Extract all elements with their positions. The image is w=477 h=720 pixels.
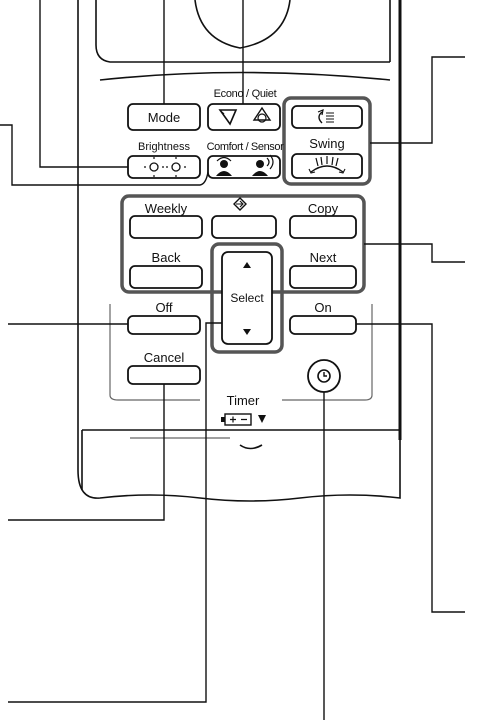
mode-label: Mode (147, 110, 181, 125)
down-arrow-icon (243, 329, 251, 335)
timer-bracket (109, 304, 200, 401)
comfort-sensor-button[interactable] (207, 154, 281, 179)
swing-horizontal-icon (308, 156, 346, 174)
swing-group-frame (282, 96, 372, 186)
quiet-icon (252, 106, 272, 123)
up-arrow-icon (243, 262, 251, 268)
swing-horizontal-button[interactable] (291, 153, 363, 179)
select-label: Select (230, 291, 264, 305)
on-label: On (314, 300, 332, 315)
econo-icon (218, 109, 238, 126)
timer-label: Timer (210, 393, 276, 408)
off-label: Off (155, 300, 173, 315)
on-button[interactable] (289, 315, 357, 335)
select-button[interactable] (221, 251, 273, 345)
next-button[interactable] (289, 265, 357, 289)
swing-label: Swing (309, 136, 345, 151)
cancel-label: Cancel (143, 350, 185, 365)
econo-quiet-label: Econo / Quiet (213, 88, 277, 100)
brightness-label: Brightness (138, 141, 190, 153)
program-button[interactable] (211, 197, 277, 239)
comfort-sensor-label: Comfort / Sensor (206, 141, 284, 153)
leader-lines (0, 0, 465, 720)
econo-quiet-button[interactable] (207, 103, 281, 131)
sensor-icon (252, 154, 274, 176)
comfort-icon (216, 156, 232, 176)
off-button[interactable] (127, 315, 201, 335)
swing-vertical-icon (317, 109, 334, 124)
clock-button[interactable] (307, 359, 341, 393)
brightness-button[interactable] (127, 155, 201, 179)
cancel-button[interactable] (127, 365, 201, 385)
brightness-icon (144, 157, 186, 177)
next-label: Next (309, 250, 337, 265)
copy-button[interactable] (289, 215, 357, 239)
copy-label: Copy (307, 201, 339, 216)
battery-icon (221, 413, 266, 426)
swing-vertical-button[interactable] (291, 105, 363, 129)
weekly-button[interactable] (129, 215, 203, 239)
back-button[interactable] (129, 265, 203, 289)
select-group-frame (210, 242, 284, 354)
weekly-label: Weekly (144, 201, 188, 216)
clock-icon (317, 369, 331, 383)
back-label: Back (151, 250, 181, 265)
program-icon (233, 197, 247, 211)
